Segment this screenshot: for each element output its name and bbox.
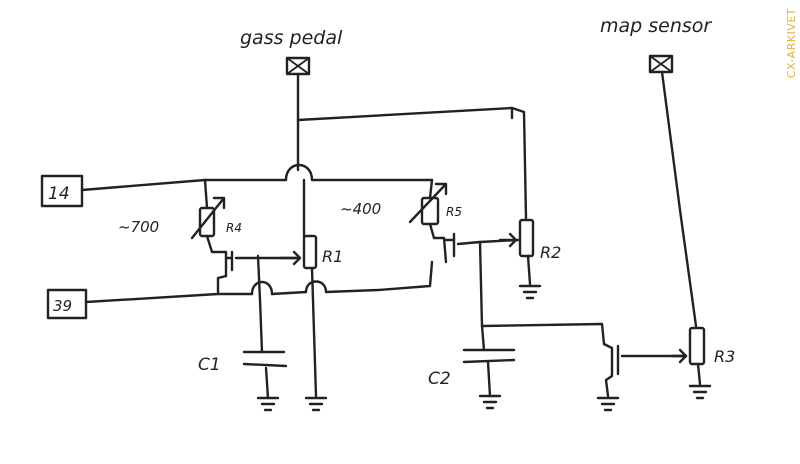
r2-label: R2 bbox=[540, 243, 561, 262]
r4-label: R4 bbox=[226, 221, 242, 235]
r5-value: ~400 bbox=[340, 200, 381, 218]
gas-pedal-label: gass pedal bbox=[240, 27, 343, 49]
wires bbox=[80, 70, 702, 400]
pin-14-label: 14 bbox=[48, 184, 70, 204]
ground-r1 bbox=[304, 396, 328, 412]
c2-label: C2 bbox=[428, 369, 451, 389]
gas-pedal-connector bbox=[285, 56, 311, 76]
resistor-r5-variable bbox=[408, 182, 448, 226]
map-sensor-connector bbox=[648, 54, 674, 74]
r1-label: R1 bbox=[322, 247, 343, 266]
r5-label: R5 bbox=[446, 205, 462, 219]
pin-39-box bbox=[46, 288, 88, 320]
resistor-r1 bbox=[278, 234, 318, 270]
ground-c1 bbox=[256, 396, 280, 412]
r3-label: R3 bbox=[714, 347, 735, 366]
watermark: CX-ARKIVET bbox=[785, 8, 798, 79]
resistor-r4-variable bbox=[190, 196, 226, 240]
ground-c2 bbox=[478, 394, 502, 410]
capacitor-c2 bbox=[462, 348, 516, 364]
ground-r2 bbox=[518, 284, 542, 300]
resistor-r2 bbox=[498, 218, 535, 258]
capacitor-c1 bbox=[242, 350, 288, 368]
c1-label: C1 bbox=[198, 355, 221, 375]
r4-value: ~700 bbox=[118, 218, 159, 236]
ground-transistor-3 bbox=[596, 396, 620, 412]
ground-r3 bbox=[688, 384, 712, 400]
pin-39-label: 39 bbox=[53, 297, 72, 315]
resistor-r3 bbox=[670, 326, 706, 366]
map-sensor-label: map sensor bbox=[600, 15, 712, 37]
